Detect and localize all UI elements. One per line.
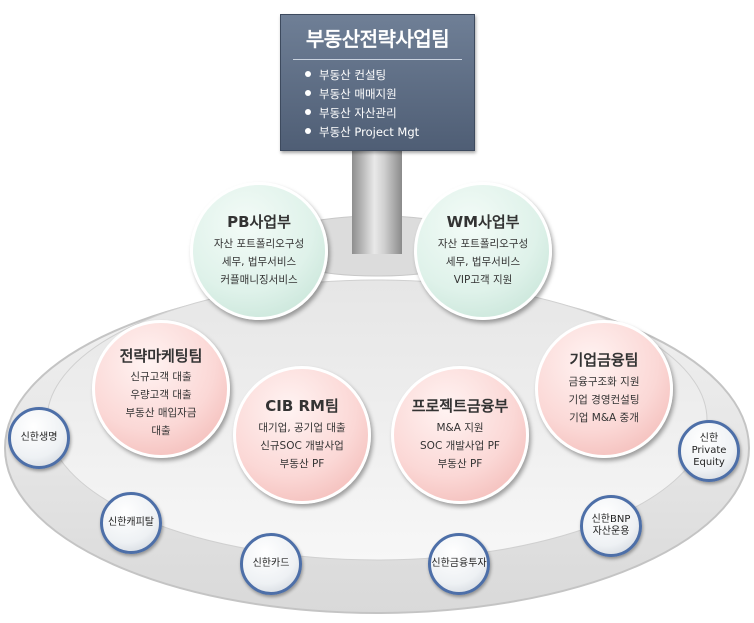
header-divider [293, 59, 462, 60]
division-line: 기업 경영컨설팅 [568, 394, 640, 406]
division-line: 부동산 PF [279, 458, 325, 470]
division-line: M&A 지원 [436, 422, 484, 434]
header-item: 부동산 컨설팅 [305, 66, 474, 85]
division-title: 프로젝트금융부 [411, 397, 509, 415]
division-line: 우량고객 대출 [130, 389, 192, 401]
affiliate-shinhan-card: 신한카드 [240, 533, 302, 595]
project-finance-circle: 프로젝트금융부 M&A 지원 SOC 개발사업 PF 부동산 PF [391, 366, 529, 504]
affiliate-label: 신한 [699, 433, 719, 444]
corporate-finance-circle: 기업금융팀 금융구조화 지원 기업 경영컨설팅 기업 M&A 중개 [535, 320, 673, 458]
division-line: VIP고객 지원 [453, 274, 513, 286]
division-line: SOC 개발사업 PF [420, 440, 500, 452]
affiliate-shinhan-bnp: 신한BNP 자산운용 [580, 495, 642, 557]
header-list: 부동산 컨설팅 부동산 매매지원 부동산 자산관리 부동산 Project Mg… [281, 66, 474, 142]
affiliate-label: 신한생명 [20, 432, 58, 443]
affiliate-label: 신한금융투자 [431, 558, 487, 569]
header-title: 부동산전략사업팀 [305, 27, 450, 51]
bullet-icon [305, 90, 311, 96]
division-line: 세무, 법무서비스 [445, 256, 521, 268]
header-item-label: 부동산 Project Mgt [319, 125, 420, 139]
division-line: 금융구조화 지원 [568, 376, 640, 388]
cib-rm-team-circle: CIB RM팀 대기업, 공기업 대출 신규SOC 개발사업 부동산 PF [233, 366, 371, 504]
header-item: 부동산 Project Mgt [305, 123, 474, 142]
division-title: PB사업부 [227, 213, 291, 231]
affiliate-label: 자산운용 [592, 526, 630, 537]
pillar [352, 149, 402, 254]
division-line: 신규고객 대출 [130, 371, 192, 383]
affiliate-label: 신한캐피탈 [108, 517, 154, 528]
division-line: 대기업, 공기업 대출 [258, 422, 346, 434]
division-line: 부동산 PF [437, 458, 483, 470]
bullet-icon [305, 71, 311, 77]
affiliate-shinhan-pe: 신한 Private Equity [678, 420, 740, 482]
wm-division-circle: WM사업부 자산 포트폴리오구성 세무, 법무서비스 VIP고객 지원 [414, 182, 552, 320]
bullet-icon [305, 109, 311, 115]
header-item-label: 부동산 자산관리 [319, 106, 397, 120]
division-line: 기업 M&A 중개 [569, 412, 639, 424]
division-line: 신규SOC 개발사업 [260, 440, 344, 452]
bullet-icon [305, 128, 311, 134]
division-line: 자산 포트폴리오구성 [213, 238, 305, 250]
division-line: 부동산 매입자금 [125, 407, 197, 419]
affiliate-shinhan-life: 신한생명 [8, 407, 70, 469]
division-title: WM사업부 [446, 213, 520, 231]
affiliate-label: 신한카드 [252, 558, 290, 569]
strategy-team-box: 부동산전략사업팀 부동산 컨설팅 부동산 매매지원 부동산 자산관리 부동산 P… [280, 14, 475, 151]
affiliate-label: 신한BNP [591, 514, 631, 525]
division-line: 세무, 법무서비스 [221, 256, 297, 268]
division-line: 자산 포트폴리오구성 [437, 238, 529, 250]
division-line: 대출 [151, 425, 171, 437]
division-title: 전략마케팅팀 [119, 347, 203, 365]
header-item-label: 부동산 매매지원 [319, 87, 397, 101]
pb-division-circle: PB사업부 자산 포트폴리오구성 세무, 법무서비스 커플매니징서비스 [190, 182, 328, 320]
affiliate-shinhan-investment: 신한금융투자 [428, 533, 490, 595]
marketing-team-circle: 전략마케팅팀 신규고객 대출 우량고객 대출 부동산 매입자금 대출 [92, 320, 230, 458]
division-title: CIB RM팀 [265, 397, 339, 415]
affiliate-label: Private Equity [691, 445, 727, 468]
division-line: 커플매니징서비스 [220, 274, 298, 286]
division-title: 기업금융팀 [569, 351, 639, 369]
header-item: 부동산 매매지원 [305, 85, 474, 104]
header-item: 부동산 자산관리 [305, 104, 474, 123]
header-item-label: 부동산 컨설팅 [319, 68, 387, 82]
affiliate-shinhan-capital: 신한캐피탈 [100, 492, 162, 554]
